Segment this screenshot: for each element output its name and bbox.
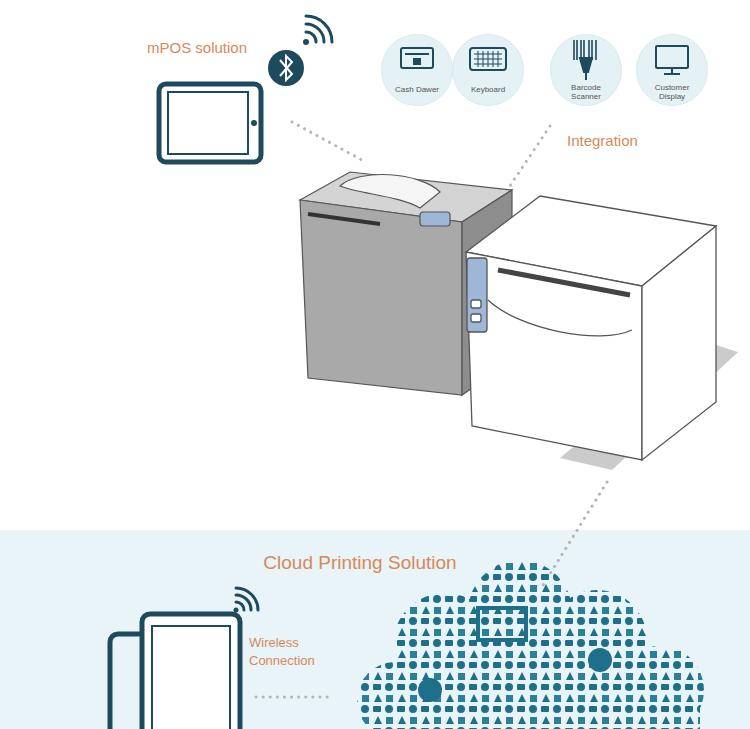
illustration-part	[401, 48, 433, 68]
icon-circle: Cash Dawer	[381, 34, 453, 106]
illustration-part	[478, 608, 526, 640]
illustration-part	[474, 51, 502, 67]
illustration-part	[168, 92, 248, 154]
illustration-part	[251, 120, 257, 126]
band-tablets	[110, 614, 240, 729]
illustration-part	[550, 34, 622, 106]
icon-circle: Keyboard	[452, 34, 524, 106]
illustration-part	[340, 175, 440, 208]
illustration-part	[488, 300, 632, 336]
illustration-part	[256, 696, 330, 699]
band-heading: Cloud Printing Solution	[210, 552, 510, 574]
illustration-part	[585, 72, 587, 80]
illustration-part	[308, 214, 380, 224]
circle-outline	[637, 35, 708, 106]
illustration-part	[498, 270, 630, 295]
illustration-part	[306, 24, 324, 42]
illustration-part	[642, 226, 716, 460]
icon-cloud	[340, 550, 750, 729]
illustration-part	[466, 252, 642, 460]
circle-outline	[453, 35, 524, 106]
illustration-part	[306, 16, 332, 42]
device-label: Keyboard	[458, 85, 518, 94]
icon-circle: Barcode Scanner	[550, 34, 622, 106]
illustration-part	[268, 50, 304, 86]
illustration-part	[452, 34, 524, 106]
illustration-part	[340, 550, 750, 729]
illustration-part	[418, 678, 442, 702]
white-printer	[466, 196, 716, 460]
illustration-part	[159, 84, 261, 162]
node-outline	[452, 34, 524, 106]
illustration-part	[236, 588, 258, 610]
illustration-part	[405, 53, 429, 55]
illustration-part	[303, 39, 309, 45]
illustration-part	[292, 122, 362, 160]
device-label: Cash Dawer	[387, 85, 447, 94]
illustration-part	[381, 34, 453, 106]
illustration-part	[588, 648, 612, 672]
band-outline	[0, 530, 750, 729]
band-wifi-icon	[234, 588, 259, 613]
illustration-part	[142, 614, 240, 729]
illustration-part	[510, 126, 550, 186]
illustration-part	[471, 300, 481, 308]
icon-circle: Customer Display	[636, 34, 708, 106]
illustration-part	[414, 59, 420, 64]
illustration-part	[280, 56, 292, 80]
illustration-part	[236, 595, 251, 610]
illustration-part	[470, 48, 506, 70]
solution-band: Cloud Printing SolutionWireless Connecti…	[0, 530, 750, 729]
circle-outline	[382, 35, 453, 106]
illustration-part	[300, 200, 462, 395]
section-label: Integration	[567, 132, 638, 150]
illustration-part	[636, 34, 708, 106]
illustration-part	[420, 212, 450, 226]
bluetooth-icon	[268, 50, 304, 86]
illustration-part	[580, 58, 592, 72]
circle-icons	[401, 40, 688, 80]
illustration-part	[656, 46, 688, 68]
device-label: Barcode Scanner	[563, 83, 609, 101]
illustration-part	[664, 68, 680, 74]
circle-outline	[551, 35, 622, 106]
illustration-part	[306, 32, 316, 42]
connection-label: Wireless Connection	[249, 634, 333, 670]
illustration-part	[234, 608, 239, 613]
wifi-icon	[303, 16, 332, 45]
illustration-part	[471, 314, 481, 322]
icon-circles	[381, 34, 708, 106]
device-label: Customer Display	[649, 83, 695, 101]
illustration-part	[467, 258, 487, 332]
illustration-part	[236, 602, 244, 610]
section-label: mPOS solution	[147, 39, 247, 57]
illustration-part	[152, 626, 230, 729]
node-outline	[381, 34, 453, 106]
mpos-tablet	[159, 84, 261, 162]
